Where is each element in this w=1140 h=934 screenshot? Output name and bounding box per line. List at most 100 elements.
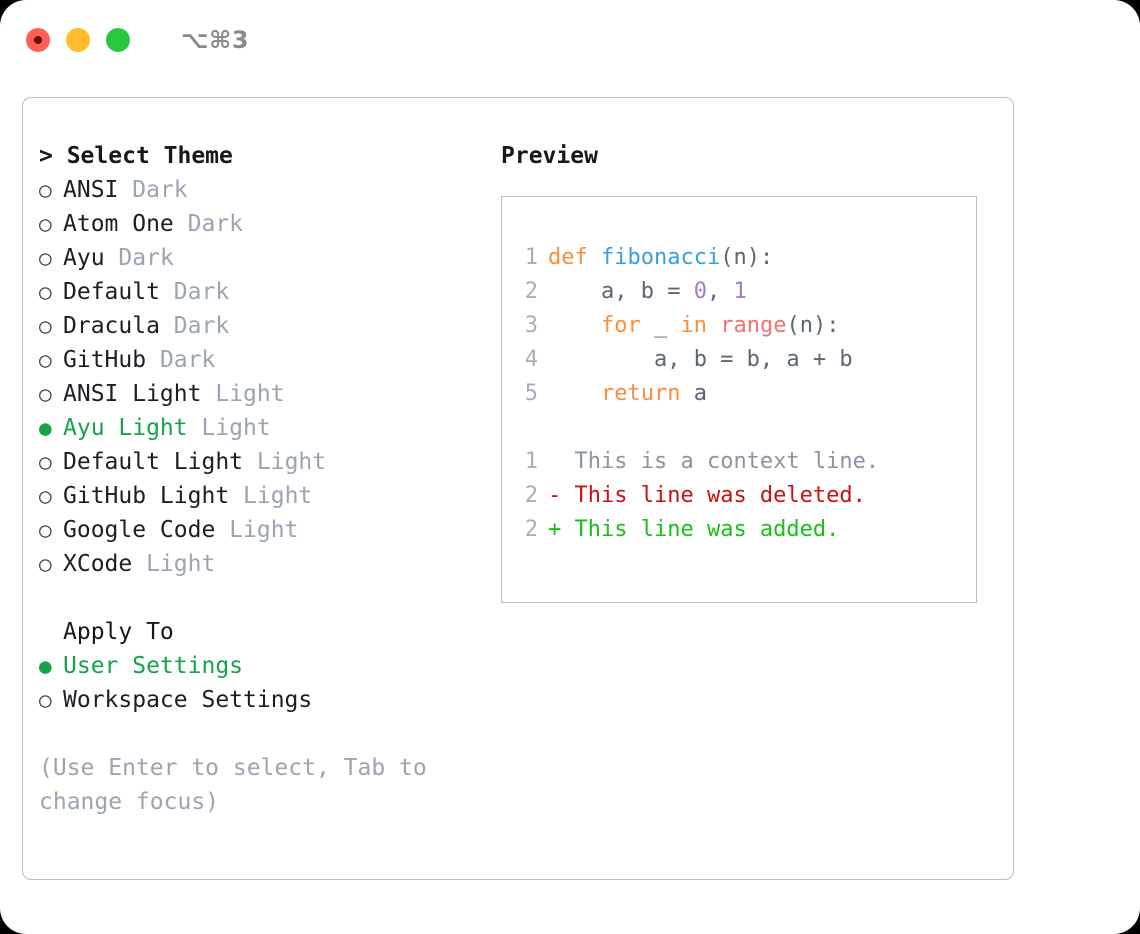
maximize-button[interactable] bbox=[106, 28, 130, 52]
theme-option-label: ANSI bbox=[63, 177, 119, 203]
line-number: 4 bbox=[524, 347, 538, 372]
radio-icon: ● bbox=[39, 654, 52, 678]
theme-option-label: Default bbox=[63, 279, 160, 305]
select-theme-header: > Select Theme bbox=[39, 139, 489, 173]
theme-option-dracula[interactable]: ○ Dracula Dark bbox=[39, 309, 489, 343]
theme-option-label: Atom One bbox=[63, 211, 174, 237]
focus-caret-icon: > bbox=[39, 143, 67, 169]
close-button[interactable] bbox=[26, 28, 50, 52]
radio-icon: ○ bbox=[39, 484, 52, 508]
theme-option-tag: Light bbox=[146, 551, 216, 577]
code-text: a, b = b, a + b bbox=[548, 347, 853, 372]
code-text: return a bbox=[600, 381, 707, 406]
title-bar: ⌥⌘3 bbox=[0, 0, 1140, 80]
theme-option-ansi-light[interactable]: ○ ANSI Light Light bbox=[39, 377, 489, 411]
apply-to-header: Apply To bbox=[63, 619, 174, 645]
radio-icon: ○ bbox=[39, 246, 52, 270]
radio-icon: ○ bbox=[39, 280, 52, 304]
theme-option-label: ANSI Light bbox=[63, 381, 202, 407]
radio-icon: ○ bbox=[39, 552, 52, 576]
theme-option-xcode[interactable]: ○ XCode Light bbox=[39, 547, 489, 581]
radio-icon: ○ bbox=[39, 212, 52, 236]
theme-option-tag: Dark bbox=[118, 245, 174, 271]
main-panel: > Select Theme ○ ANSI Dark ○ Atom One Dark… bbox=[22, 97, 1014, 880]
code-line: 4 a, b = b, a + b bbox=[502, 343, 976, 377]
radio-icon: ○ bbox=[39, 450, 52, 474]
theme-option-tag: Dark bbox=[132, 177, 188, 203]
theme-option-default[interactable]: ○ Default Dark bbox=[39, 275, 489, 309]
diff-line-deleted: 2- This line was deleted. bbox=[502, 479, 976, 513]
line-number: 5 bbox=[524, 381, 538, 406]
theme-option-label: GitHub bbox=[63, 347, 147, 373]
diff-text: This line was added. bbox=[574, 517, 840, 542]
diff-line-added: 2 + This line was added. bbox=[502, 513, 976, 547]
code-text: a, b = 0, 1 bbox=[548, 279, 747, 304]
code-text: def fibonacci(n): bbox=[548, 245, 774, 270]
diff-line-context: 1 This is a context line. bbox=[502, 445, 976, 479]
line-number: 2 bbox=[524, 279, 538, 304]
code-line: 1 def fibonacci(n): bbox=[502, 241, 976, 275]
theme-option-tag: Dark bbox=[173, 313, 230, 339]
code-text: for _ in range(n): bbox=[600, 313, 840, 338]
theme-option-label: Dracula bbox=[63, 313, 160, 339]
theme-option-tag: Light bbox=[215, 381, 285, 407]
theme-option-label: Google Code bbox=[63, 517, 216, 543]
theme-option-tag: Dark bbox=[187, 211, 244, 237]
theme-option-ansi[interactable]: ○ ANSI Dark bbox=[39, 173, 489, 207]
line-number: 3 bbox=[524, 313, 538, 338]
apply-option-workspace-settings[interactable]: ○ Workspace Settings bbox=[39, 683, 489, 717]
apply-option-label: User Settings bbox=[63, 653, 244, 679]
diff-text: This is a context line. bbox=[574, 449, 880, 474]
diff-spacer bbox=[502, 411, 976, 445]
diff-marker: + bbox=[548, 517, 575, 542]
radio-icon: ○ bbox=[39, 178, 52, 202]
keyboard-hint-text: (Use Enter to select, Tab to change focu… bbox=[39, 755, 427, 815]
theme-option-google-code[interactable]: ○ Google Code Light bbox=[39, 513, 489, 547]
theme-option-tag: Dark bbox=[173, 279, 230, 305]
theme-option-label: Ayu bbox=[63, 245, 105, 271]
radio-icon: ○ bbox=[39, 688, 52, 712]
theme-option-label: XCode bbox=[63, 551, 133, 577]
section-spacer bbox=[39, 581, 489, 615]
theme-selection-column: > Select Theme ○ ANSI Dark ○ Atom One Dark… bbox=[39, 139, 489, 819]
code-line: 2 a, b = 0, 1 bbox=[502, 275, 976, 309]
code-line: 3 for _ in range(n): bbox=[502, 309, 976, 343]
line-number: 1 bbox=[524, 449, 538, 474]
line-number: 2 bbox=[524, 517, 538, 542]
radio-icon: ● bbox=[39, 416, 52, 440]
diff-text: This line was deleted. bbox=[574, 483, 866, 508]
theme-option-label: Default Light bbox=[63, 449, 244, 475]
diff-marker bbox=[548, 445, 575, 479]
theme-option-tag: Light bbox=[256, 449, 327, 475]
theme-option-default-light[interactable]: ○ Default Light Light bbox=[39, 445, 489, 479]
theme-option-ayu-light[interactable]: ●Ayu Light Light bbox=[39, 411, 489, 445]
radio-icon: ○ bbox=[39, 518, 52, 542]
preview-box: 1 def fibonacci(n): 2 a, b = 0, 1 3 for _… bbox=[501, 196, 977, 603]
minimize-button[interactable] bbox=[66, 28, 90, 52]
line-number: 1 bbox=[524, 245, 538, 270]
code-line: 5 return a bbox=[502, 377, 976, 411]
preview-title: Preview bbox=[501, 143, 598, 169]
theme-option-github[interactable]: ○ GitHub Dark bbox=[39, 343, 489, 377]
apply-option-user-settings[interactable]: ● User Settings bbox=[39, 649, 489, 683]
theme-option-tag: Light bbox=[243, 483, 313, 509]
radio-icon: ○ bbox=[39, 382, 52, 406]
theme-option-tag: Light bbox=[229, 517, 299, 543]
radio-icon: ○ bbox=[39, 348, 52, 372]
select-theme-title: Select Theme bbox=[66, 143, 233, 169]
theme-option-github-light[interactable]: ○ GitHub Light Light bbox=[39, 479, 489, 513]
keyboard-shortcut-label: ⌥⌘3 bbox=[181, 26, 250, 54]
theme-option-label: GitHub Light bbox=[63, 483, 230, 509]
recording-indicator-icon bbox=[34, 36, 42, 44]
theme-option-ayu[interactable]: ○ Ayu Dark bbox=[39, 241, 489, 275]
radio-icon: ○ bbox=[39, 314, 52, 338]
preview-column: Preview 1 def fibonacci(n): 2 a, b = 0, 1… bbox=[501, 139, 1001, 603]
theme-option-atom-one[interactable]: ○ Atom One Dark bbox=[39, 207, 489, 241]
window-controls bbox=[26, 28, 130, 52]
line-number: 2 bbox=[524, 483, 538, 508]
apply-option-label: Workspace Settings bbox=[63, 687, 313, 713]
theme-option-label: Ayu Light bbox=[63, 415, 188, 441]
theme-option-tag: Dark bbox=[159, 347, 216, 373]
diff-marker: - bbox=[548, 483, 575, 508]
